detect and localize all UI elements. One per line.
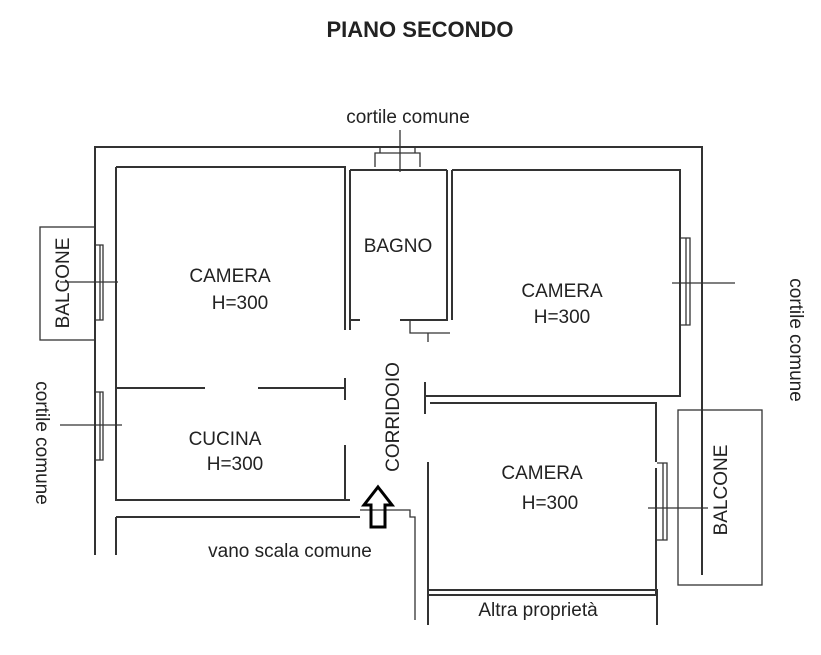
altra-proprieta-label: Altra proprietà [478, 600, 598, 621]
room-camera-1-label: CAMERA [189, 266, 271, 287]
corridoio-label: CORRIDOIO [383, 362, 404, 472]
balcone-left-label: BALCONE [53, 238, 74, 329]
cortile-right-label: cortile comune [785, 278, 806, 402]
room-cucina-label: CUCINA [189, 429, 262, 450]
cortile-top-label: cortile comune [346, 107, 470, 128]
entrance-arrow-icon [360, 484, 396, 529]
plan-title: PIANO SECONDO [326, 17, 513, 42]
room-camera-3-label: CAMERA [501, 463, 583, 484]
room-camera-1-height: H=300 [212, 293, 269, 314]
vano-scala-label: vano scala comune [208, 541, 372, 562]
room-camera-2-label: CAMERA [521, 281, 603, 302]
walls [39, 130, 763, 625]
cortile-left-label: cortile comune [31, 381, 52, 505]
room-bagno-label: BAGNO [364, 236, 433, 257]
labels: cortile comune BAGNO CAMERA H=300 CAMERA… [31, 107, 806, 621]
room-camera-3-height: H=300 [522, 493, 579, 514]
room-camera-2-height: H=300 [534, 307, 591, 328]
balcone-right-label: BALCONE [711, 445, 732, 536]
room-cucina-height: H=300 [207, 454, 264, 475]
